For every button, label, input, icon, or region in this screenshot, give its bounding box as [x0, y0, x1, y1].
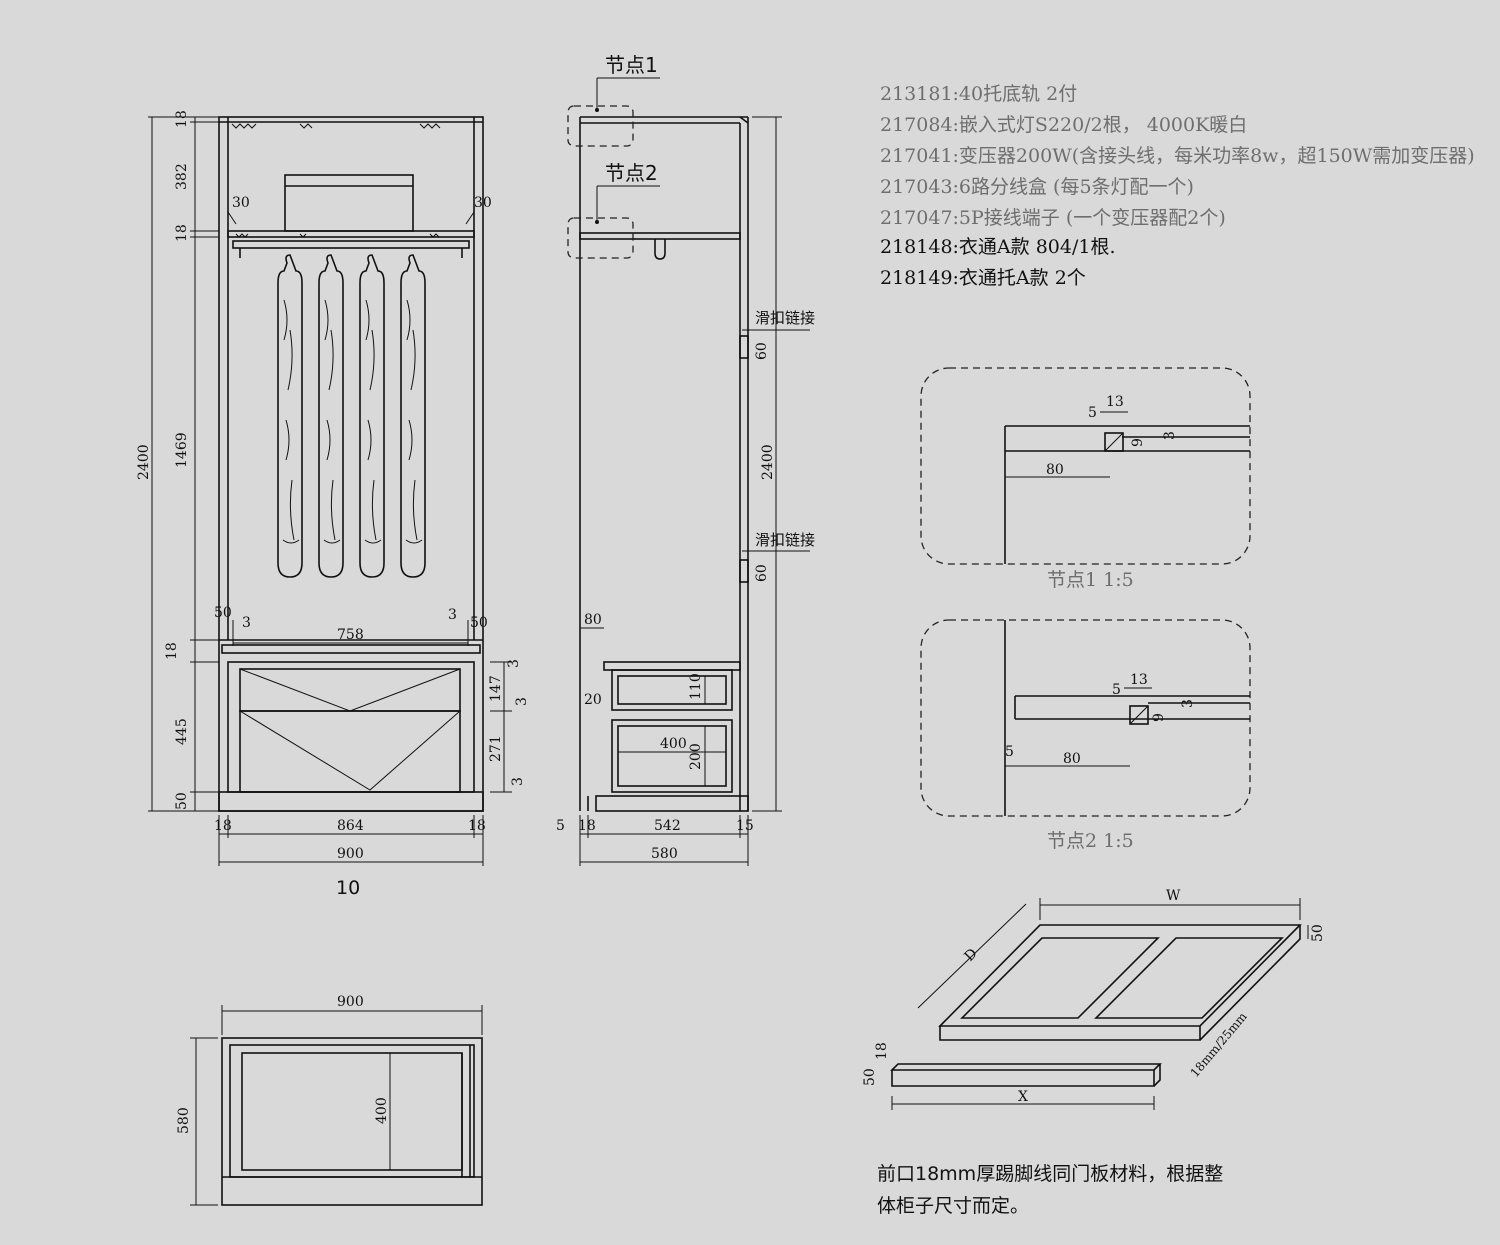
d2-dim-80: 80: [1063, 751, 1081, 767]
node2-marker: [567, 217, 634, 259]
dim-200: 200: [688, 743, 704, 770]
dim-50-right: 50: [470, 615, 488, 631]
dim-50: 50: [174, 792, 190, 810]
piece-dim-50: 50: [862, 1068, 878, 1086]
d1-dim-13: 13: [1106, 394, 1124, 410]
legend-item: 217084:嵌入式灯S220/2根， 4000K暖白: [880, 114, 1247, 136]
d1-dim-5: 5: [1088, 405, 1097, 421]
dim-2400-front: 2400: [136, 444, 152, 480]
garments: [277, 254, 426, 578]
d2-dim-5b: 5: [1005, 744, 1014, 760]
plan-dim-580: 580: [176, 1107, 192, 1134]
node2-label: 节点2: [605, 161, 658, 185]
legend-item: 218149:衣通托A款 2个: [880, 267, 1086, 289]
legend: 213181:40托底轨 2付 217084:嵌入式灯S220/2根， 4000…: [880, 83, 1475, 289]
dim-110: 110: [688, 673, 704, 700]
legend-item: 217043:6路分线盒 (每5条灯配一个): [880, 176, 1194, 198]
dim-580-side: 580: [651, 846, 678, 862]
node1-marker: [567, 105, 634, 147]
piece-dim-18: 18: [874, 1042, 890, 1060]
dim-30-right: 30: [474, 195, 492, 211]
hinge-label-bottom: 滑扣链接: [755, 531, 815, 549]
base-dim-d: D: [962, 946, 981, 965]
middle-shelf: [227, 230, 475, 238]
node1-label: 节点1: [605, 53, 658, 77]
garment: [359, 254, 385, 578]
plan-dim-900: 900: [337, 994, 364, 1010]
detail2-caption: 节点2 1:5: [1047, 830, 1134, 852]
dim-30-left: 30: [232, 195, 250, 211]
side-elevation: 滑扣链接 滑扣链接 60 60 节点1 节点2 2400 80 20 110: [556, 53, 815, 866]
dim-5-side: 5: [556, 818, 565, 834]
dim-20: 20: [584, 692, 602, 708]
dim-18-lower: 18: [164, 642, 180, 660]
dim-18-bottom-right: 18: [468, 818, 486, 834]
piece-dim-x: X: [1018, 1089, 1028, 1105]
dim-18-top: 18: [174, 110, 190, 128]
dim-80-side: 80: [584, 612, 602, 628]
dim-60-top: 60: [754, 342, 770, 360]
dim-400-side: 400: [660, 736, 687, 752]
d1-dim-3: 3: [1162, 431, 1178, 440]
d2-dim-3: 3: [1180, 699, 1196, 708]
garment: [318, 254, 344, 578]
dim-1469: 1469: [174, 432, 190, 468]
d1-dim-9: 9: [1130, 438, 1146, 447]
dim-18-bottom-left: 18: [214, 818, 232, 834]
dim-18-shelf: 18: [174, 224, 190, 242]
dim-60-bottom: 60: [754, 564, 770, 582]
d1-dim-80: 80: [1046, 462, 1064, 478]
dim-542: 542: [654, 818, 681, 834]
dim-3-right: 3: [448, 607, 457, 623]
dim-3-left: 3: [242, 615, 251, 631]
plan-view: 400 900 580: [176, 994, 483, 1206]
dim-50-left: 50: [214, 605, 232, 621]
dim-2400-side: 2400: [760, 444, 776, 480]
detail1-caption: 节点1 1:5: [1047, 569, 1134, 591]
hinge-label-top: 滑扣链接: [755, 309, 815, 327]
dim-147: 147: [488, 675, 504, 702]
base-dim-thickness: 18mm/25mm: [1188, 1009, 1251, 1080]
drawer-bottom: [239, 710, 461, 793]
legend-item: 217041:变压器200W(含接头线，每米功率8w，超150W需加变压器): [880, 145, 1475, 167]
dim-15: 15: [736, 818, 754, 834]
detail-node2: 13 5 9 3 5 80 节点2 1:5: [920, 619, 1251, 852]
dim-758: 758: [337, 627, 364, 643]
drawer-cabinet: [227, 661, 475, 793]
detail-node1: 13 5 9 3 80 节点1 1:5: [920, 367, 1251, 591]
dim-382: 382: [174, 163, 190, 190]
legend-item: 218148:衣通A款 804/1根.: [880, 236, 1116, 258]
d2-dim-5: 5: [1112, 682, 1121, 698]
plan-outline: [221, 1037, 483, 1206]
garment: [400, 254, 426, 578]
front-carcass: [218, 116, 484, 812]
base-dim-w: W: [1166, 888, 1181, 904]
dim-drawer-gap-top: 3: [506, 659, 522, 668]
note-line-1: 前口18mm厚踢脚线同门板材料，根据整: [877, 1163, 1223, 1185]
note-line-2: 体柜子尺寸而定。: [877, 1195, 1029, 1217]
light-box: [284, 174, 414, 232]
dim-271: 271: [488, 735, 504, 762]
base-frame: W D 50 18mm/25mm 18 50 X: [862, 888, 1326, 1110]
d2-dim-9: 9: [1151, 713, 1167, 722]
garment: [277, 254, 303, 578]
front-elevation: 18 382 18 1469 18 445 50 2400 30 30 50 3…: [136, 110, 530, 899]
drawer-top: [239, 668, 461, 712]
d2-dim-13: 13: [1130, 672, 1148, 688]
base-dim-50: 50: [1310, 924, 1326, 942]
dim-drawer-gap-bot: 3: [510, 777, 526, 786]
legend-item: 213181:40托底轨 2付: [880, 83, 1077, 105]
dim-445: 445: [174, 718, 190, 745]
footnote: 前口18mm厚踢脚线同门板材料，根据整 体柜子尺寸而定。: [877, 1163, 1223, 1217]
dim-900-front: 900: [337, 846, 364, 862]
hanging-rod: [232, 240, 470, 249]
legend-item: 217047:5P接线端子 (一个变压器配2个): [880, 207, 1226, 229]
dim-drawer-gap-mid: 3: [514, 697, 530, 706]
plan-dim-400: 400: [374, 1097, 390, 1124]
dim-18-side: 18: [578, 818, 596, 834]
dim-864: 864: [337, 818, 364, 834]
view-number: 10: [336, 877, 360, 899]
